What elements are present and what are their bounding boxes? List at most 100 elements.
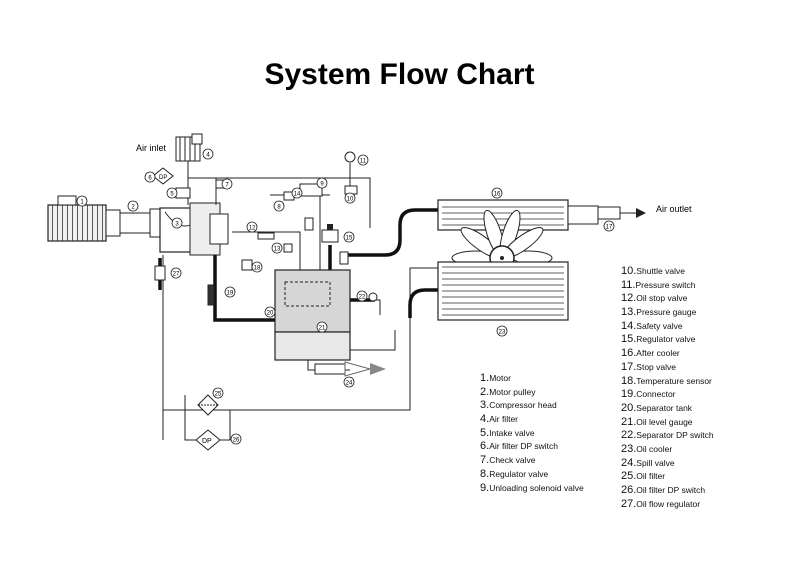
legend-number: 11. xyxy=(621,278,636,291)
separator-tank xyxy=(274,224,351,361)
oil-cooler xyxy=(437,261,569,321)
callout-11: 11 xyxy=(357,154,369,166)
legend-item: 7.Check valve xyxy=(480,454,584,468)
compressor-head xyxy=(159,202,229,256)
after-cooler xyxy=(437,199,646,231)
legend-number: 14. xyxy=(621,319,637,332)
callout-7: 7 xyxy=(221,178,233,190)
legend-item: 23.Oil cooler xyxy=(621,443,714,457)
svg-text:8: 8 xyxy=(277,204,281,210)
callout-6: 6 xyxy=(144,171,156,183)
legend-number: 7. xyxy=(480,454,490,467)
svg-text:23: 23 xyxy=(499,329,506,335)
svg-text:16: 16 xyxy=(494,191,501,197)
legend-item: 25.Oil filter xyxy=(621,470,714,484)
legend-label: Oil level gauge xyxy=(636,416,693,427)
svg-text:27: 27 xyxy=(173,271,180,277)
callout-12: 12 xyxy=(246,221,258,233)
legend-label: Intake valve xyxy=(489,427,535,438)
svg-text:14: 14 xyxy=(294,191,301,197)
legend-item: 18.Temperature sensor xyxy=(621,375,714,389)
fan-axle xyxy=(500,256,504,260)
callout-17: 17 xyxy=(603,220,615,232)
legend-number: 18. xyxy=(621,374,637,387)
callout-25: 25 xyxy=(212,387,224,399)
legend-label: Check valve xyxy=(489,455,536,466)
svg-text:3: 3 xyxy=(175,221,179,227)
legend-label: Oil cooler xyxy=(636,443,673,454)
legend-item: 8.Regulator valve xyxy=(480,468,584,482)
callout-23: 23 xyxy=(496,325,508,337)
legend-item: 21.Oil level gauge xyxy=(621,416,714,430)
callout-26: 26 xyxy=(230,433,242,445)
legend-label: Oil filter DP switch xyxy=(636,485,706,495)
legend-item: 10.Shuttle valve xyxy=(621,265,714,279)
legend-number: 22. xyxy=(621,429,637,442)
legend-label: Regulator valve xyxy=(636,334,696,345)
legend-item: 15.Regulator valve xyxy=(621,333,714,347)
callout-8: 8 xyxy=(273,200,285,212)
legend-number: 10. xyxy=(621,265,637,277)
legend-label: Pressure gauge xyxy=(636,307,697,318)
legend-number: 4. xyxy=(480,413,490,426)
legend-number: 27. xyxy=(621,497,637,510)
callout-14: 14 xyxy=(291,187,303,199)
svg-text:12: 12 xyxy=(249,225,256,231)
legend-item: 17.Stop valve xyxy=(621,361,714,375)
callout-markers: 1234567891011121314151617181920212223242… xyxy=(76,148,615,445)
oil-filter xyxy=(197,394,219,416)
callout-3: 3 xyxy=(171,217,183,229)
callout-16: 16 xyxy=(491,187,503,199)
svg-text:9: 9 xyxy=(320,181,324,187)
air-inlet-label: Air inlet xyxy=(136,143,167,153)
callout-19: 19 xyxy=(224,286,236,298)
svg-text:4: 4 xyxy=(206,152,210,158)
svg-text:13: 13 xyxy=(274,246,281,252)
legend-number: 12. xyxy=(621,292,637,305)
legend-item: 11.Pressure switch xyxy=(621,279,714,293)
motor xyxy=(47,195,121,242)
spill-valve xyxy=(314,361,386,377)
callout-18: 18 xyxy=(251,261,263,273)
svg-text:6: 6 xyxy=(148,175,152,181)
legend-label: Shuttle valve xyxy=(636,266,685,276)
legend-item: 24.Spill valve xyxy=(621,457,714,471)
callout-15: 15 xyxy=(343,231,355,243)
motor-pulley xyxy=(119,208,161,238)
callout-22: 22 xyxy=(356,290,368,302)
svg-text:24: 24 xyxy=(346,380,353,386)
callout-20: 20 xyxy=(264,306,276,318)
legend-item: 27.Oil flow regulator xyxy=(621,498,714,512)
callout-9: 9 xyxy=(316,177,328,189)
svg-text:17: 17 xyxy=(606,224,613,230)
callout-1: 1 xyxy=(76,195,88,207)
legend-label: Spill valve xyxy=(636,457,675,468)
air-outlet-label: Air outlet xyxy=(656,204,692,214)
legend-label: Air filter DP switch xyxy=(489,441,558,452)
legend-number: 24. xyxy=(621,456,637,469)
legend-label: Pressure switch xyxy=(635,279,696,290)
svg-text:11: 11 xyxy=(360,158,367,164)
legend-label: Connector xyxy=(636,389,676,400)
legend-item: 13.Pressure gauge xyxy=(621,306,714,320)
legend-item: 1.Motor xyxy=(480,372,584,386)
callout-27: 27 xyxy=(170,267,182,279)
svg-text:22: 22 xyxy=(359,294,366,300)
callout-24: 24 xyxy=(343,376,355,388)
legend-label: After cooler xyxy=(636,348,680,359)
callout-21: 21 xyxy=(316,321,328,333)
callout-4: 4 xyxy=(202,148,214,160)
legend-label: Separator DP switch xyxy=(636,430,714,441)
svg-text:18: 18 xyxy=(254,265,261,271)
air-filter xyxy=(175,133,203,162)
legend-label: Oil stop valve xyxy=(636,293,688,304)
svg-text:21: 21 xyxy=(319,325,326,331)
legend-number: 2. xyxy=(480,385,490,398)
callout-13: 13 xyxy=(271,242,283,254)
legend-number: 26. xyxy=(621,484,637,496)
svg-text:26: 26 xyxy=(233,437,240,443)
legend-label: Motor xyxy=(489,373,511,383)
